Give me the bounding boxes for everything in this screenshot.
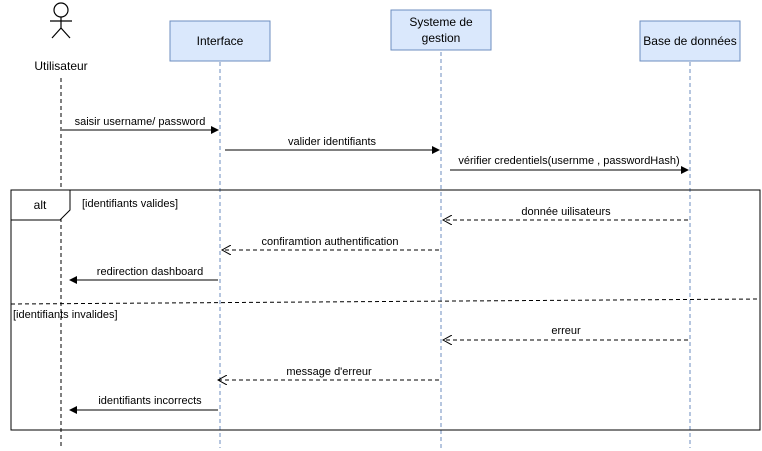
message-label-8: message d'erreur [286,366,372,378]
participant-base-box [639,20,741,62]
participant-interface-box [169,20,271,62]
actor-left-leg [51,27,62,39]
participant-interface-label: Interface [197,34,244,48]
alt-operator-tab [10,189,71,221]
message-label-1: saisir username/ password [75,116,206,128]
actor-label: Utilisateur [34,59,87,73]
message-label-4: donnée uilisateurs [521,206,611,218]
participant-base-label: Base de données [643,34,736,48]
message-label-6: redirection dashboard [97,266,203,278]
alt-guard-valides: [identifiants valides] [82,198,178,210]
message-label-7: erreur [551,325,581,337]
alt-fragment-frame [10,189,761,431]
actor-head [53,2,69,18]
message-label-3: vérifier credentiels(usernme , passwordH… [458,155,679,167]
actor-right-leg [60,27,71,39]
alt-separator [10,298,761,305]
alt-fragment: alt [identifiants valides] [identifiants… [10,189,761,431]
message-label-2: valider identifiants [288,136,377,148]
participant-systeme-label-line1: Systeme de [409,15,473,29]
participant-systeme: Systeme de gestion [390,9,492,51]
alt-operator-label: alt [34,198,47,212]
message-label-5: confiramtion authentification [262,236,399,248]
participant-systeme-box [390,9,492,51]
alt-guard-invalides: [identifiants invalides] [13,309,118,321]
participant-base: Base de données [639,20,741,62]
message-label-9: identifiants incorrects [98,395,202,407]
actor-utilisateur: Utilisateur [34,2,88,73]
participant-systeme-label-line2: gestion [422,31,461,45]
participant-interface: Interface [169,20,271,62]
